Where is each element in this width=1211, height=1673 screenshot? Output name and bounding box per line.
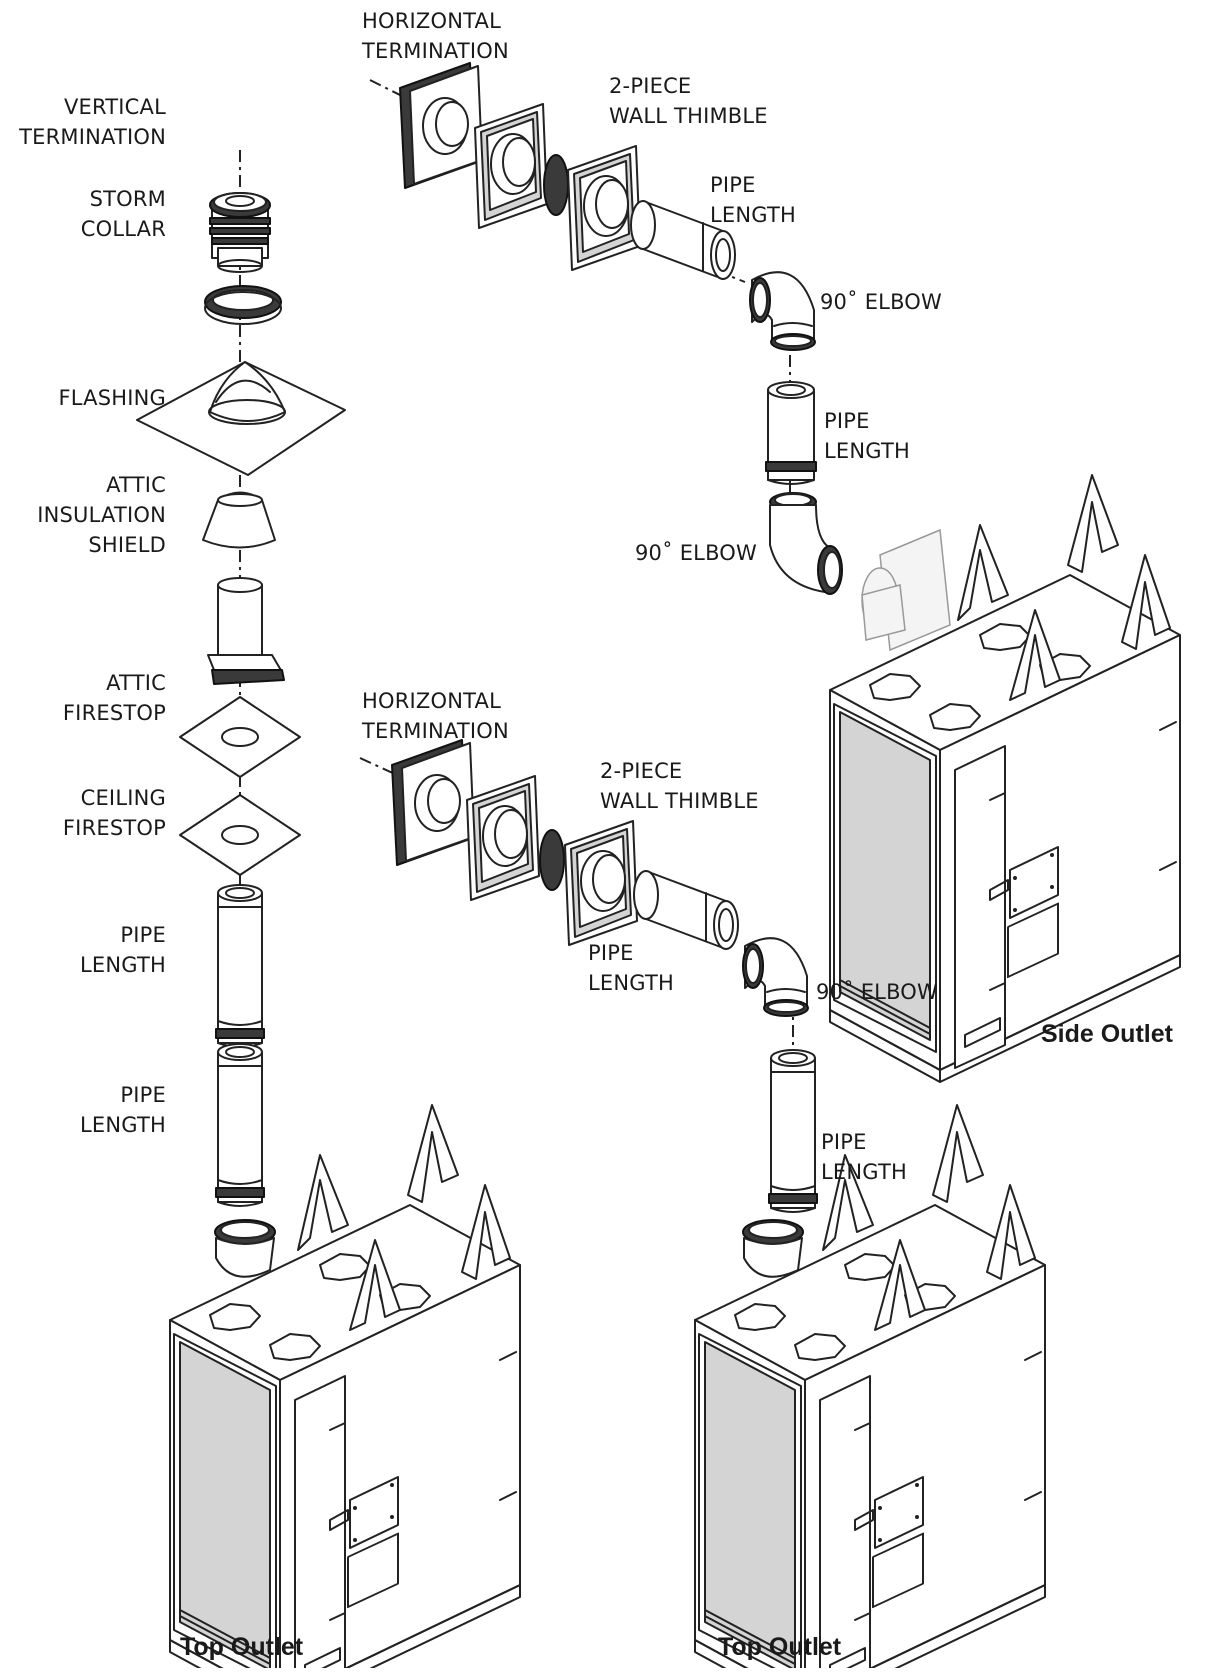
label-attic-insulation-shield: ATTIC INSULATION SHIELD (37, 473, 166, 557)
mid-wall-thimble-outer (466, 775, 540, 901)
top-wall-thimble-outer (474, 103, 548, 229)
label-flashing: FLASHING (58, 386, 166, 410)
attic-firestop (179, 696, 301, 778)
label-mid-pipe-length-1: PIPE LENGTH (588, 941, 675, 995)
label-mid-horizontal-termination: HORIZONTAL TERMINATION (362, 689, 509, 743)
label-top-wall-thimble: 2-PIECE WALL THIMBLE (609, 74, 768, 128)
mid-pipe-length-2 (768, 1049, 818, 1213)
label-mid-wall-thimble: 2-PIECE WALL THIMBLE (600, 759, 759, 813)
attic-insulation-shield (202, 491, 276, 549)
mid-wall-thimble-inner (539, 820, 638, 946)
label-top-horizontal-termination: HORIZONTAL TERMINATION (362, 9, 509, 63)
mid-horizontal-termination (391, 739, 475, 866)
left-pipe-length-1 (215, 884, 265, 1048)
storm-collar (204, 285, 282, 325)
label-top-elbow-2: 90˚ ELBOW (635, 541, 757, 565)
ceiling-firestop (179, 794, 301, 876)
top-elbow-1 (749, 271, 816, 351)
label-mid-pipe-length-2: PIPE LENGTH (821, 1130, 908, 1184)
label-vertical-termination: VERTICAL TERMINATION (19, 95, 166, 149)
label-mid-elbow: 90˚ ELBOW (816, 980, 938, 1004)
flashing (136, 361, 346, 476)
right-flue-collar (742, 1219, 804, 1278)
top-pipe-length-2 (765, 381, 817, 485)
label-left-pipe-length-1: PIPE LENGTH (79, 923, 166, 977)
attic-firestop-pipe (207, 577, 285, 685)
top-wall-thimble-inner (543, 145, 641, 271)
label-ceiling-firestop: CEILING FIRESTOP (62, 786, 166, 840)
vertical-stack (136, 150, 521, 1673)
fireplace-top-outlet-right (694, 1104, 1046, 1673)
label-top-elbow-1: 90˚ ELBOW (820, 290, 942, 314)
label-left-pipe-length-2: PIPE LENGTH (79, 1083, 166, 1137)
side-outlet-run (369, 62, 1181, 1083)
label-top-pipe-length-2: PIPE LENGTH (824, 409, 911, 463)
caption-top-outlet-left: Top Outlet (180, 1633, 304, 1661)
vertical-termination-cap (209, 192, 271, 273)
side-outlet-ghost-collar (861, 528, 951, 652)
mid-elbow (742, 937, 809, 1017)
label-attic-firestop: ATTIC FIRESTOP (62, 671, 166, 725)
left-flue-collar (214, 1219, 276, 1278)
top-horizontal-termination (399, 62, 483, 189)
top-elbow-2 (769, 492, 843, 595)
caption-top-outlet-right: Top Outlet (718, 1633, 842, 1661)
left-pipe-length-2 (215, 1043, 265, 1207)
mid-horizontal-run (359, 739, 1046, 1673)
caption-side-outlet: Side Outlet (1041, 1020, 1173, 1048)
label-top-pipe-length-1: PIPE LENGTH (710, 173, 797, 227)
label-storm-collar: STORM COLLAR (80, 187, 166, 241)
